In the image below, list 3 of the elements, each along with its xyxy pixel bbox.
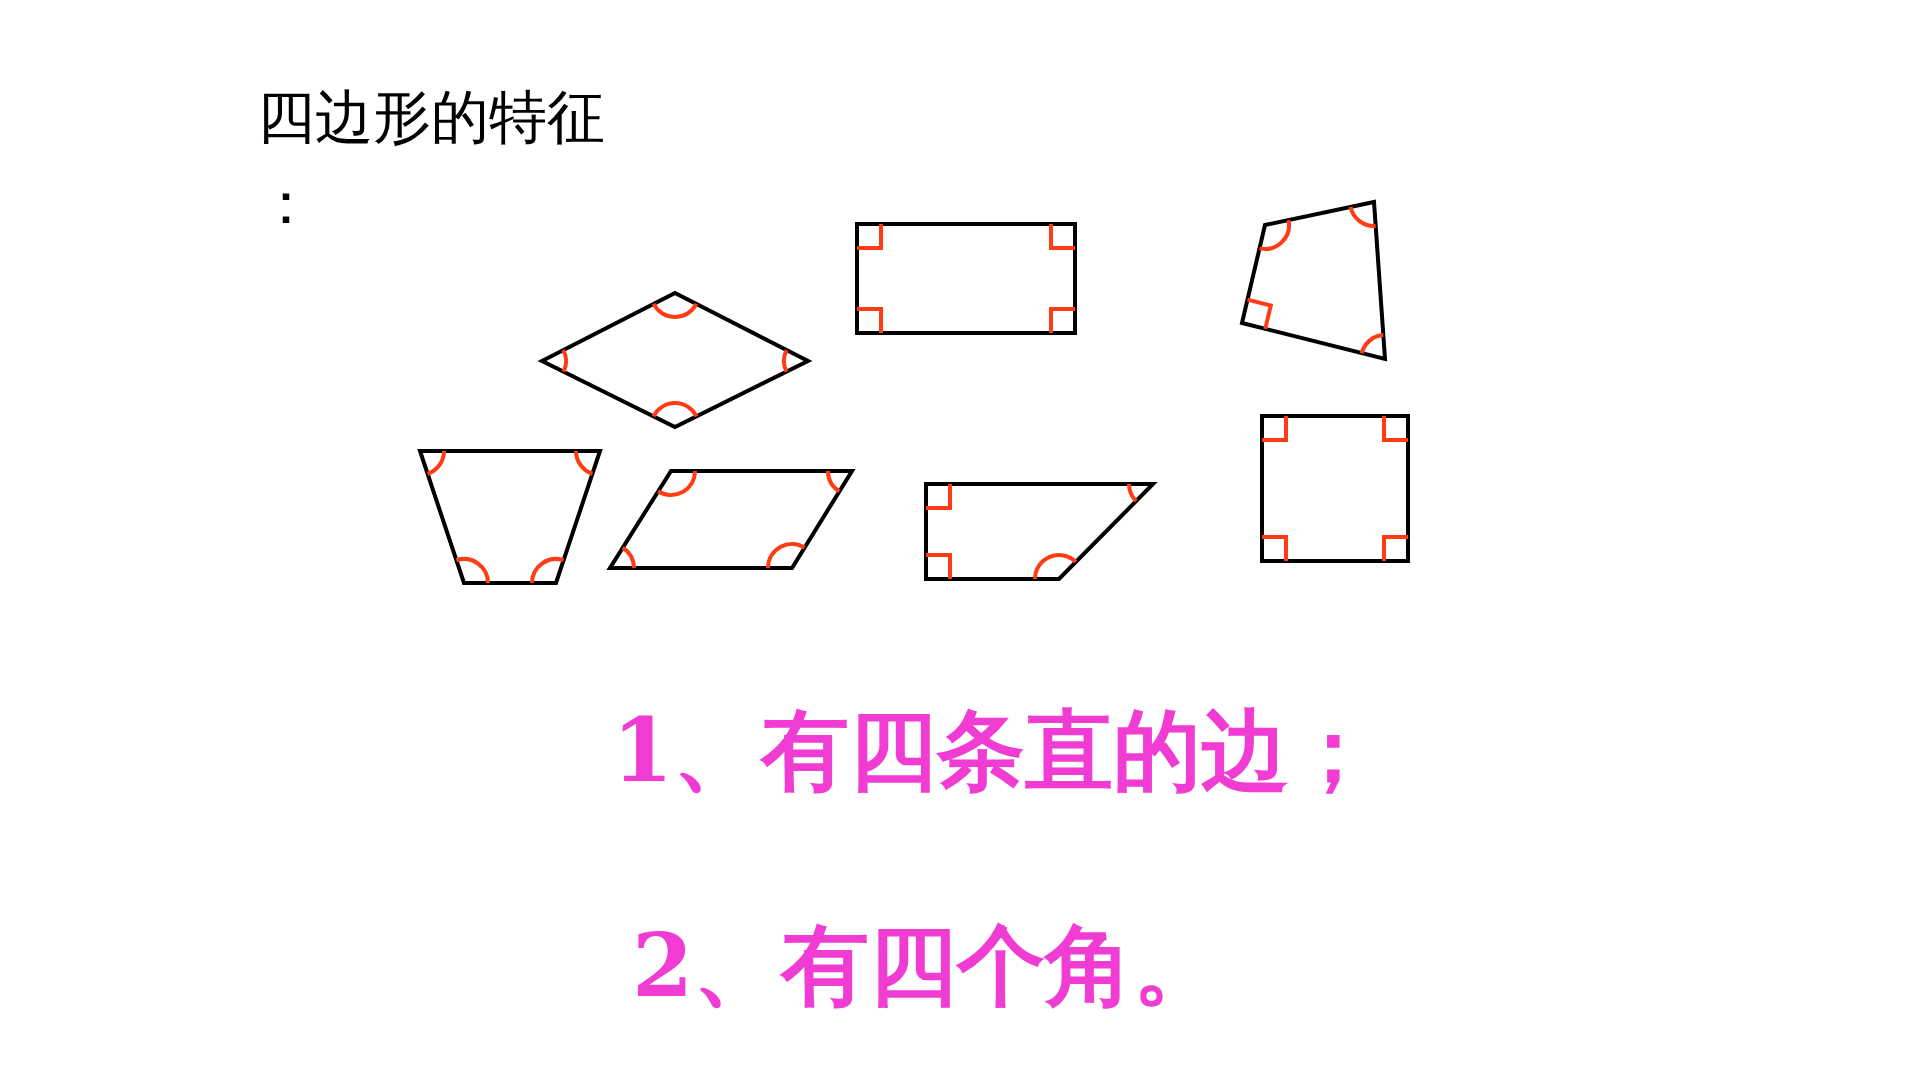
statement-text: 1、有四条直的边； <box>612 697 1378 804</box>
statement-text: 2、有四个角。 <box>632 912 1222 1019</box>
title: 四边形的特征： <box>257 82 606 239</box>
